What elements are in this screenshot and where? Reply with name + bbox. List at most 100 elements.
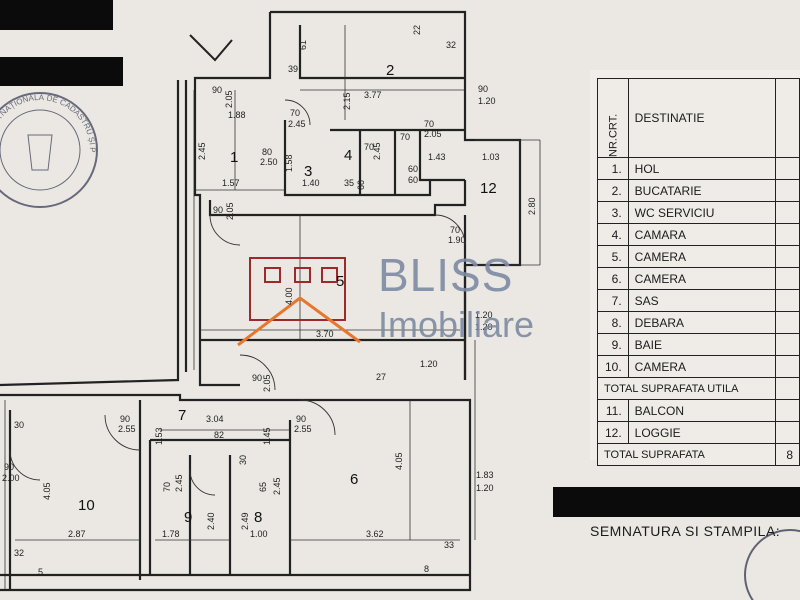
dimension: 32	[14, 548, 24, 558]
dimension: 4.00	[284, 287, 294, 305]
dimension: 90	[478, 84, 488, 94]
dimension: 1.20	[420, 359, 438, 369]
dimension: 70	[424, 119, 434, 129]
room-number: 4	[344, 147, 352, 164]
legend-total-utila-row: TOTAL SUPRAFATA UTILA	[597, 377, 800, 400]
dimension: 22	[412, 25, 422, 35]
dimension: 3.77	[364, 90, 382, 100]
dimension: 65	[258, 482, 268, 492]
dimension: 1.78	[162, 529, 180, 539]
room-legend-table: NR.CRT. DESTINATIE 1.HOL 2.BUCATARIE 3.W…	[597, 78, 800, 466]
legend-row: 3.WC SERVICIU	[597, 201, 800, 224]
dimension: 2.45	[372, 142, 382, 160]
legend-row: 12.LOGGIE	[597, 421, 800, 444]
dimension: 33	[444, 540, 454, 550]
dimension: 90	[213, 205, 223, 215]
dimension: 2.55	[118, 424, 136, 434]
legend-total-value: 8	[774, 443, 800, 466]
dimension: 2.05	[424, 129, 442, 139]
dimension: 3.04	[206, 414, 224, 424]
legend-row: 2.BUCATARIE	[597, 179, 800, 202]
room-number: 9	[184, 509, 192, 526]
dimension: 8	[424, 564, 429, 574]
legend-row: 5.CAMERA	[597, 245, 800, 268]
legend-header-destination: DESTINATIE	[627, 78, 776, 158]
dimension: 1.53	[154, 427, 164, 445]
dimension: 4.05	[42, 482, 52, 500]
redaction-bar	[0, 0, 113, 30]
dimension: 90	[120, 414, 130, 424]
dimension: 90	[212, 85, 222, 95]
dimension: 3.70	[316, 329, 334, 339]
room-number: 5	[336, 273, 344, 290]
dimension-lines	[15, 25, 541, 541]
dimension: 1.00	[250, 529, 268, 539]
dimension: 2.87	[68, 529, 86, 539]
dimension: 1.03	[482, 152, 500, 162]
dimension: 2.05	[224, 90, 234, 108]
room-number: 3	[304, 163, 312, 180]
dimension: 1.20	[475, 310, 493, 320]
dimension: 70	[290, 108, 300, 118]
dimension: 2.15	[342, 92, 352, 110]
dimension: 30	[238, 455, 248, 465]
room-number: 6	[350, 471, 358, 488]
dimension: 70	[400, 132, 410, 142]
dimension: 1.20	[475, 322, 493, 332]
dimension: 82	[214, 430, 224, 440]
corner-stamp	[744, 529, 800, 600]
dimension: 2.49	[240, 512, 250, 530]
redaction-bar	[0, 57, 123, 86]
legend-row: 8.DEBARA	[597, 311, 800, 334]
dimension: 1.83	[476, 470, 494, 480]
dimension: 2.45	[197, 142, 207, 160]
dimension: 70	[450, 225, 460, 235]
dimension: 27	[376, 372, 386, 382]
legend-row: 7.SAS	[597, 289, 800, 312]
dimension: 1.57	[222, 178, 240, 188]
dimension: 1.90	[448, 235, 466, 245]
dimension: 2.05	[225, 202, 235, 220]
dimension: 2.45	[288, 119, 306, 129]
dimension: 3.62	[366, 529, 384, 539]
signature-label: SEMNATURA SI STAMPILA:	[590, 523, 781, 539]
room-number: 7	[178, 407, 186, 424]
dimension: 2.45	[272, 477, 282, 495]
legend-header-nr: NR.CRT.	[597, 78, 629, 158]
dimension: 2.00	[2, 473, 20, 483]
dimension: 30	[14, 420, 24, 430]
bliss-logo-icon	[237, 257, 361, 347]
dimension: 1.20	[476, 483, 494, 493]
door-swings	[9, 99, 466, 496]
dimension: 2.80	[527, 197, 537, 215]
dimension: 1.45	[262, 427, 272, 445]
room-number: 8	[254, 509, 262, 526]
room-number: 10	[78, 497, 95, 514]
redaction-bar	[553, 487, 800, 517]
room-number: 12	[480, 180, 497, 197]
legend-row: 11.BALCON	[597, 399, 800, 422]
room-number: 2	[386, 62, 394, 79]
dimension: 1.43	[428, 152, 446, 162]
dimension: 32	[446, 40, 456, 50]
dimension: 1.58	[284, 154, 294, 172]
dimension: 39	[288, 64, 298, 74]
dimension: 35	[344, 178, 354, 188]
dimension: 80	[262, 147, 272, 157]
watermark-subtitle: Imobiliare	[378, 304, 535, 345]
dimension: 2.40	[206, 512, 216, 530]
dimension: 70	[364, 142, 374, 152]
dimension: 60	[356, 180, 366, 190]
room-labels: 1 2 3 4 5 6 7 8 9 10 12	[78, 62, 497, 526]
dimension: 5	[38, 567, 43, 577]
dimension-labels: 61 39 22 32 2.15 3.77 90 1.20 90 2.05 1.…	[2, 25, 537, 577]
dimension: 60	[408, 164, 418, 174]
legend-row: 9.BAIE	[597, 333, 800, 356]
dimension: 1.88	[228, 110, 246, 120]
dimension: 1.40	[302, 178, 320, 188]
legend-row: 1.HOL	[597, 157, 800, 180]
legend-header-row: NR.CRT. DESTINATIE	[597, 78, 800, 158]
dimension: 2.50	[260, 157, 278, 167]
dimension: 70	[162, 482, 172, 492]
